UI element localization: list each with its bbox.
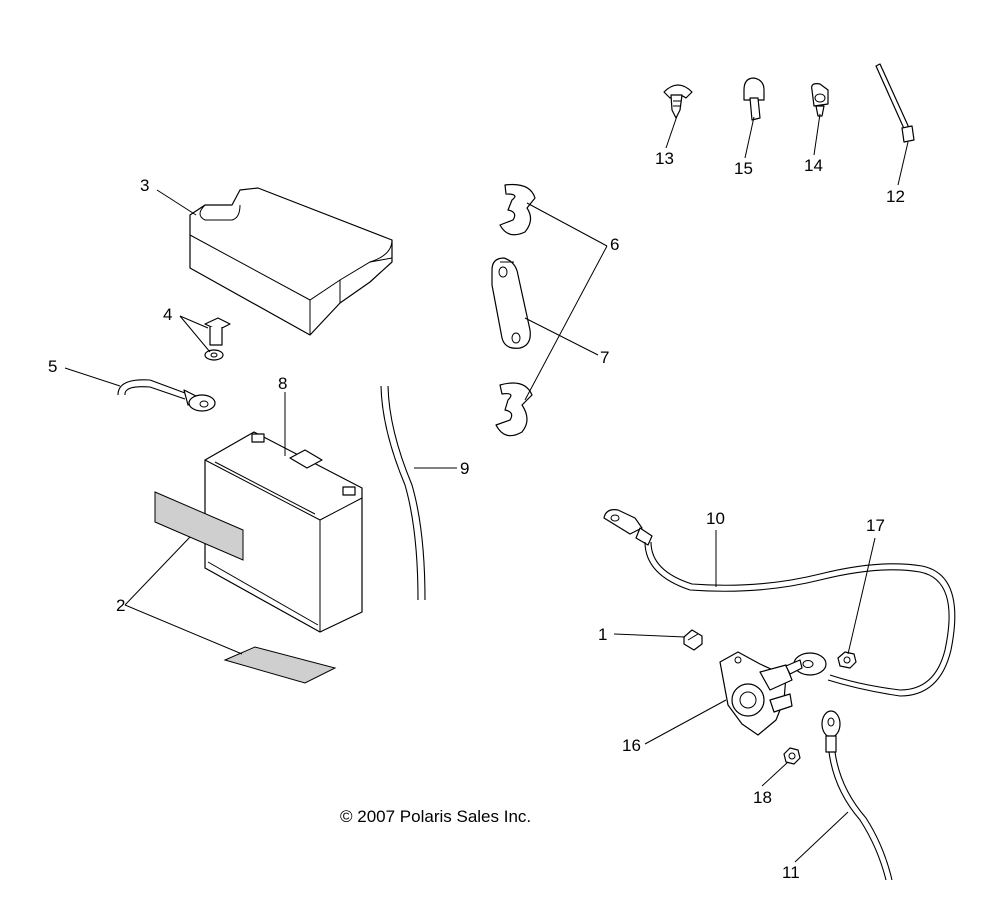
vent-tube-part-9 <box>380 385 426 601</box>
hook-upper-part-6 <box>499 183 536 236</box>
clamp-part-14 <box>811 83 829 117</box>
callout-10: 10 <box>706 509 725 528</box>
cable-tie-part-12 <box>875 63 915 143</box>
battery-part-8 <box>204 431 363 633</box>
callout-6: 6 <box>610 235 619 254</box>
screw-part-1 <box>683 629 703 651</box>
callout-12: 12 <box>886 187 905 206</box>
callout-15: 15 <box>734 159 753 178</box>
callout-7: 7 <box>600 348 609 367</box>
callout-16: 16 <box>622 736 641 755</box>
nut-part-17 <box>837 651 857 669</box>
nut-part-18 <box>783 747 801 765</box>
callout-14: 14 <box>804 156 823 175</box>
strap-part-7 <box>491 257 531 349</box>
callout-11: 11 <box>782 863 800 882</box>
copyright-notice: © 2007 Polaris Sales Inc. <box>340 807 531 826</box>
callout-18: 18 <box>753 788 772 807</box>
short-cable-part-11 <box>821 710 893 881</box>
callout-1: 1 <box>598 625 607 644</box>
solenoid-part-16 <box>719 651 803 736</box>
callout-4: 4 <box>163 305 172 324</box>
callout-9: 9 <box>460 459 469 478</box>
labels-part-2 <box>154 491 337 684</box>
bolt-washer-part-4 <box>204 317 231 361</box>
long-cable-part-10 <box>603 509 956 697</box>
callout-13: 13 <box>655 149 674 168</box>
callout-2: 2 <box>116 596 125 615</box>
clip-part-15 <box>743 77 765 121</box>
battery-cable-part-5 <box>117 379 216 412</box>
callout-5: 5 <box>48 357 57 376</box>
callout-3: 3 <box>140 176 149 195</box>
callout-17: 17 <box>866 516 885 535</box>
push-clip-part-13 <box>663 84 693 119</box>
callout-8: 8 <box>278 374 287 393</box>
hook-lower-part-6 <box>495 382 533 437</box>
battery-cover-part-3 <box>189 187 393 336</box>
leader-lines <box>64 113 909 863</box>
